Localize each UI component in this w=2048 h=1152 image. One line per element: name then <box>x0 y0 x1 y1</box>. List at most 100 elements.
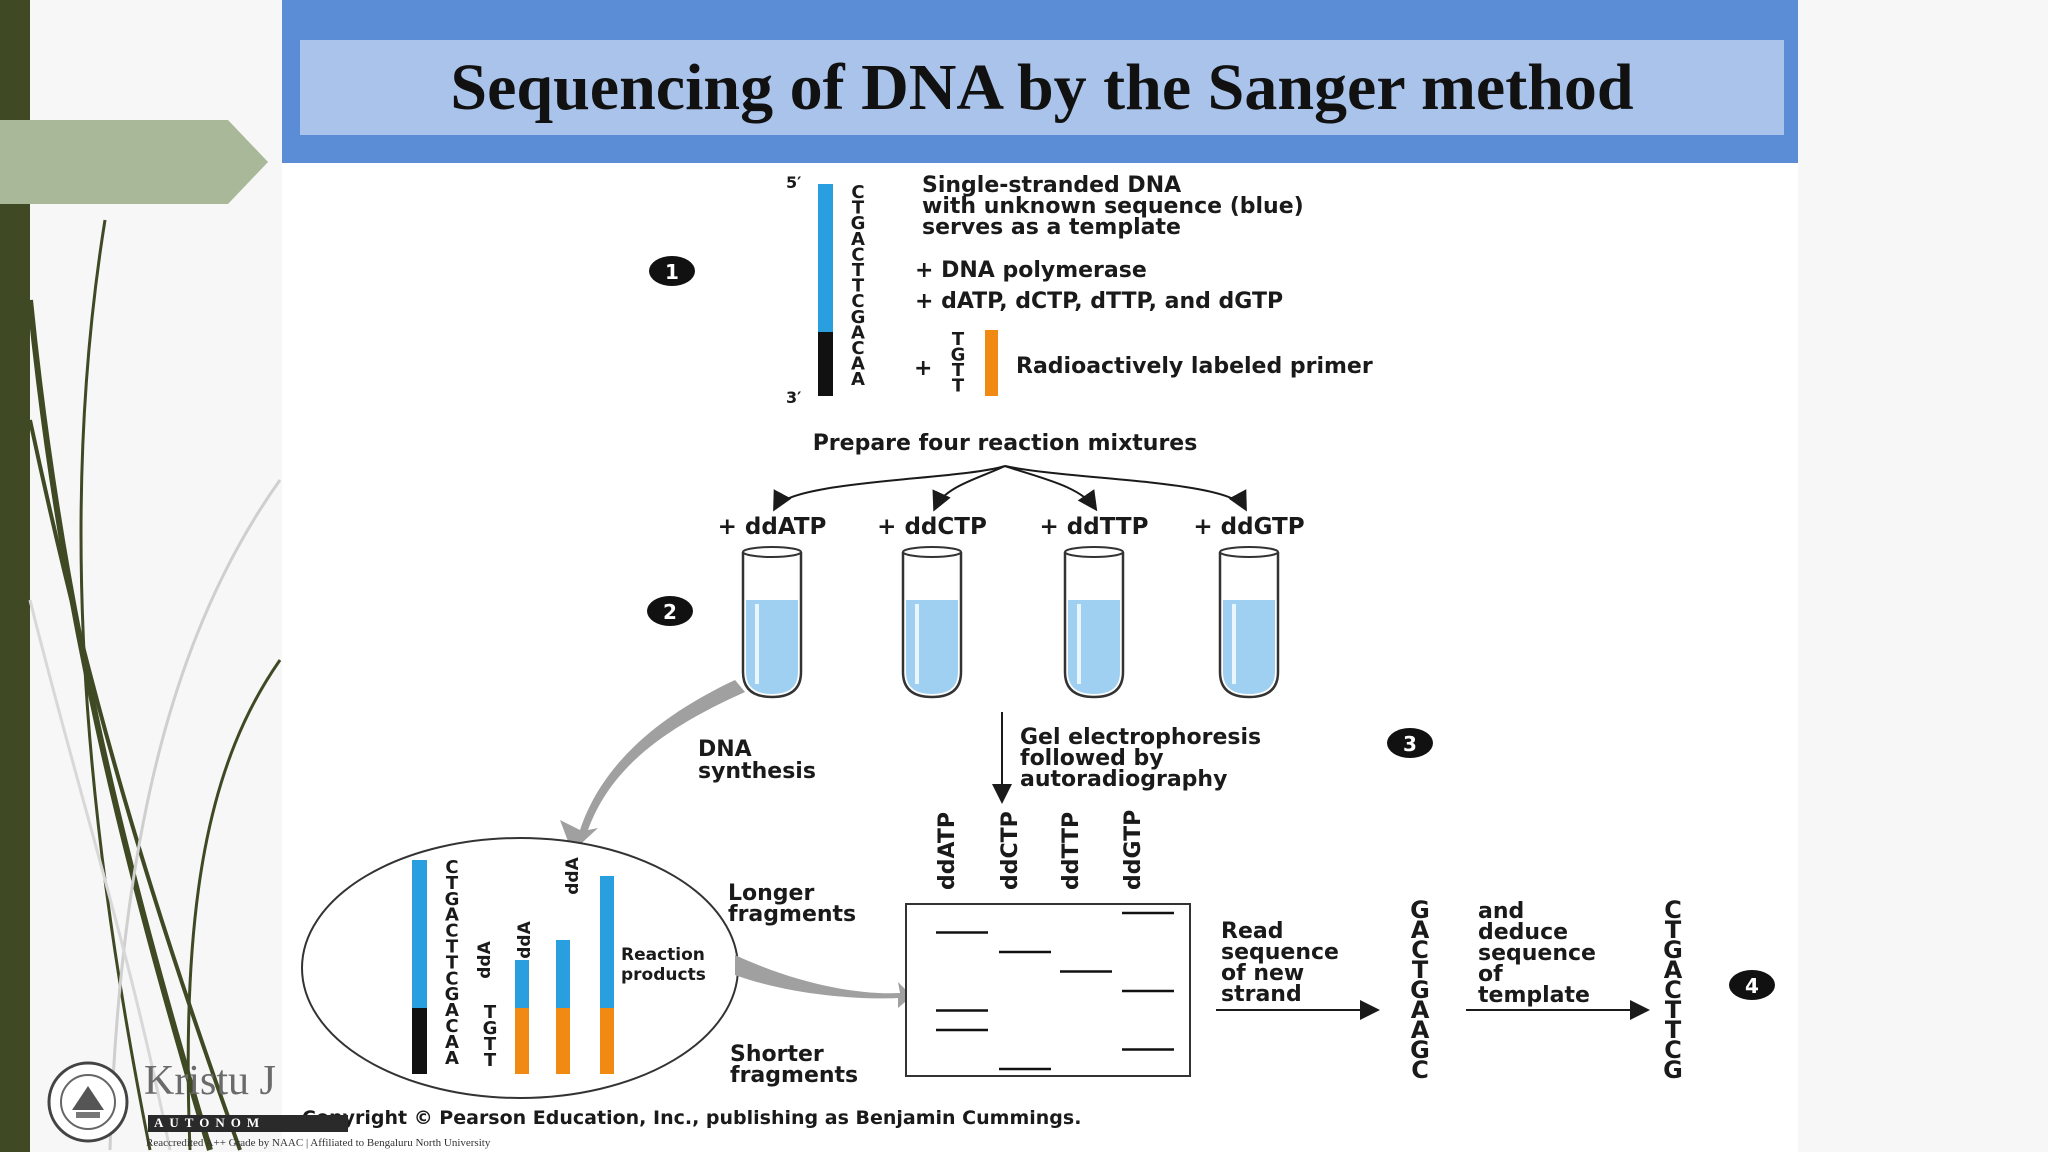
new-strand-base: A <box>1411 1016 1430 1044</box>
new-strand-base: A <box>1411 996 1430 1024</box>
svg-text:3: 3 <box>1403 732 1417 756</box>
template-base: C <box>851 182 864 203</box>
svg-text:2: 2 <box>663 600 677 624</box>
svg-text:and: and <box>1478 899 1524 924</box>
svg-text:serves as a template: serves as a template <box>922 215 1181 240</box>
title-box: Sequencing of DNA by the Sanger method <box>300 40 1784 135</box>
title-arrow-tab <box>0 120 268 204</box>
svg-text:DNA: DNA <box>698 737 752 762</box>
lane-label: ddGTP <box>1121 810 1146 890</box>
polymerase-addition: + DNA polymerase <box>915 258 1147 283</box>
template-base: A <box>851 322 865 343</box>
lane-label: ddATP <box>935 812 960 890</box>
reaction-tubes: + ddATP + ddCTP + ddTTP + ddGTP <box>718 514 1305 699</box>
read-label: Read sequence of new strand <box>1221 919 1339 1007</box>
mixtures-heading: Prepare four reaction mixtures <box>813 431 1198 456</box>
product-tag: ddA <box>563 856 583 894</box>
new-strand-base: G <box>1410 1036 1430 1064</box>
circle-template-base: T <box>446 937 459 958</box>
svg-text:Single-stranded DNA: Single-stranded DNA <box>922 173 1181 198</box>
svg-text:Read: Read <box>1221 919 1283 944</box>
tube-label: + ddGTP <box>1193 514 1304 540</box>
new-strand-base: G <box>1410 896 1430 924</box>
slide-title: Sequencing of DNA by the Sanger method <box>450 51 1634 124</box>
circle-template-base: C <box>445 857 458 878</box>
step-badge-3: 3 <box>1387 728 1433 758</box>
new-strand-base: A <box>1411 916 1430 944</box>
new-strand-base: C <box>1411 936 1429 964</box>
svg-text:Shorter: Shorter <box>730 1042 824 1067</box>
svg-text:Gel electrophoresis: Gel electrophoresis <box>1020 725 1261 750</box>
tube-label: + ddATP <box>718 514 827 540</box>
tube-liquid <box>746 600 798 694</box>
product-tag: ddA <box>475 940 495 978</box>
reaction-product: ddA <box>515 920 570 1074</box>
svg-text:4: 4 <box>1745 974 1759 998</box>
circle-template-base: G <box>445 984 460 1005</box>
dntp-addition: + dATP, dCTP, dTTP, and dGTP <box>915 289 1283 314</box>
template-result-base: G <box>1663 936 1683 964</box>
lane-label: ddTTP <box>1059 812 1084 890</box>
reaction-products-label: Reaction <box>621 945 705 965</box>
circle-primer-base: T <box>484 1002 497 1023</box>
tube-outline <box>741 552 803 699</box>
primer-base: T <box>952 360 965 381</box>
reaction-product: ddA <box>475 940 529 1074</box>
circle-primer-base: T <box>484 1034 497 1055</box>
tube-label: + ddTTP <box>1040 514 1149 540</box>
tube-liquid <box>1068 600 1120 694</box>
svg-text:sequence: sequence <box>1221 940 1339 965</box>
template-result-base: T <box>1665 996 1682 1024</box>
gel-bands <box>936 911 1174 1071</box>
template-base: C <box>851 244 864 265</box>
svg-text:1: 1 <box>665 260 679 284</box>
synthesis-arrow <box>560 680 745 852</box>
new-strand-base: T <box>1412 956 1429 984</box>
college-seal-icon <box>47 1061 129 1143</box>
product-tag: ddA <box>515 920 535 958</box>
circle-template-base: A <box>445 905 459 926</box>
svg-text:of new: of new <box>1221 961 1304 986</box>
primer-base: G <box>951 345 966 366</box>
circle-template-base: A <box>445 1000 459 1021</box>
svg-text:sequence: sequence <box>1478 941 1596 966</box>
college-logo: Kristu J AUTONOM Reaccredited A++ Grade … <box>40 1055 580 1152</box>
template-result-base: G <box>1663 1056 1683 1084</box>
tube-outline <box>1218 552 1280 699</box>
template-base: T <box>852 198 865 219</box>
decorative-leaves <box>27 219 282 1151</box>
primer-base: T <box>952 329 965 350</box>
template-base: T <box>852 260 865 281</box>
college-strip: AUTONOM <box>148 1115 348 1132</box>
longer-fragments-label: Longer fragments <box>728 881 856 927</box>
circle-template-base: G <box>445 889 460 910</box>
svg-text:of: of <box>1478 962 1503 987</box>
svg-text:deduce: deduce <box>1478 920 1568 945</box>
template-base: A <box>851 354 865 375</box>
reaction-tube: + ddATP <box>718 514 827 699</box>
tube-label: + ddCTP <box>877 514 987 540</box>
template-result-base: C <box>1664 896 1682 924</box>
template-base: C <box>851 338 864 359</box>
template-base: G <box>851 213 866 234</box>
reaction-product: ddA <box>563 856 614 1074</box>
reaction-tube: + ddCTP <box>877 514 987 699</box>
template-base: T <box>852 276 865 297</box>
svg-text:fragments: fragments <box>730 1063 858 1088</box>
reaction-tube: + ddTTP <box>1040 514 1149 699</box>
primer-base: T <box>952 376 965 397</box>
new-strand-base: G <box>1410 976 1430 1004</box>
svg-text:followed by: followed by <box>1020 746 1164 771</box>
new-strand-base: C <box>1411 1056 1429 1084</box>
svg-text:Longer: Longer <box>728 881 814 906</box>
synthesis-label: DNA synthesis <box>698 737 816 784</box>
